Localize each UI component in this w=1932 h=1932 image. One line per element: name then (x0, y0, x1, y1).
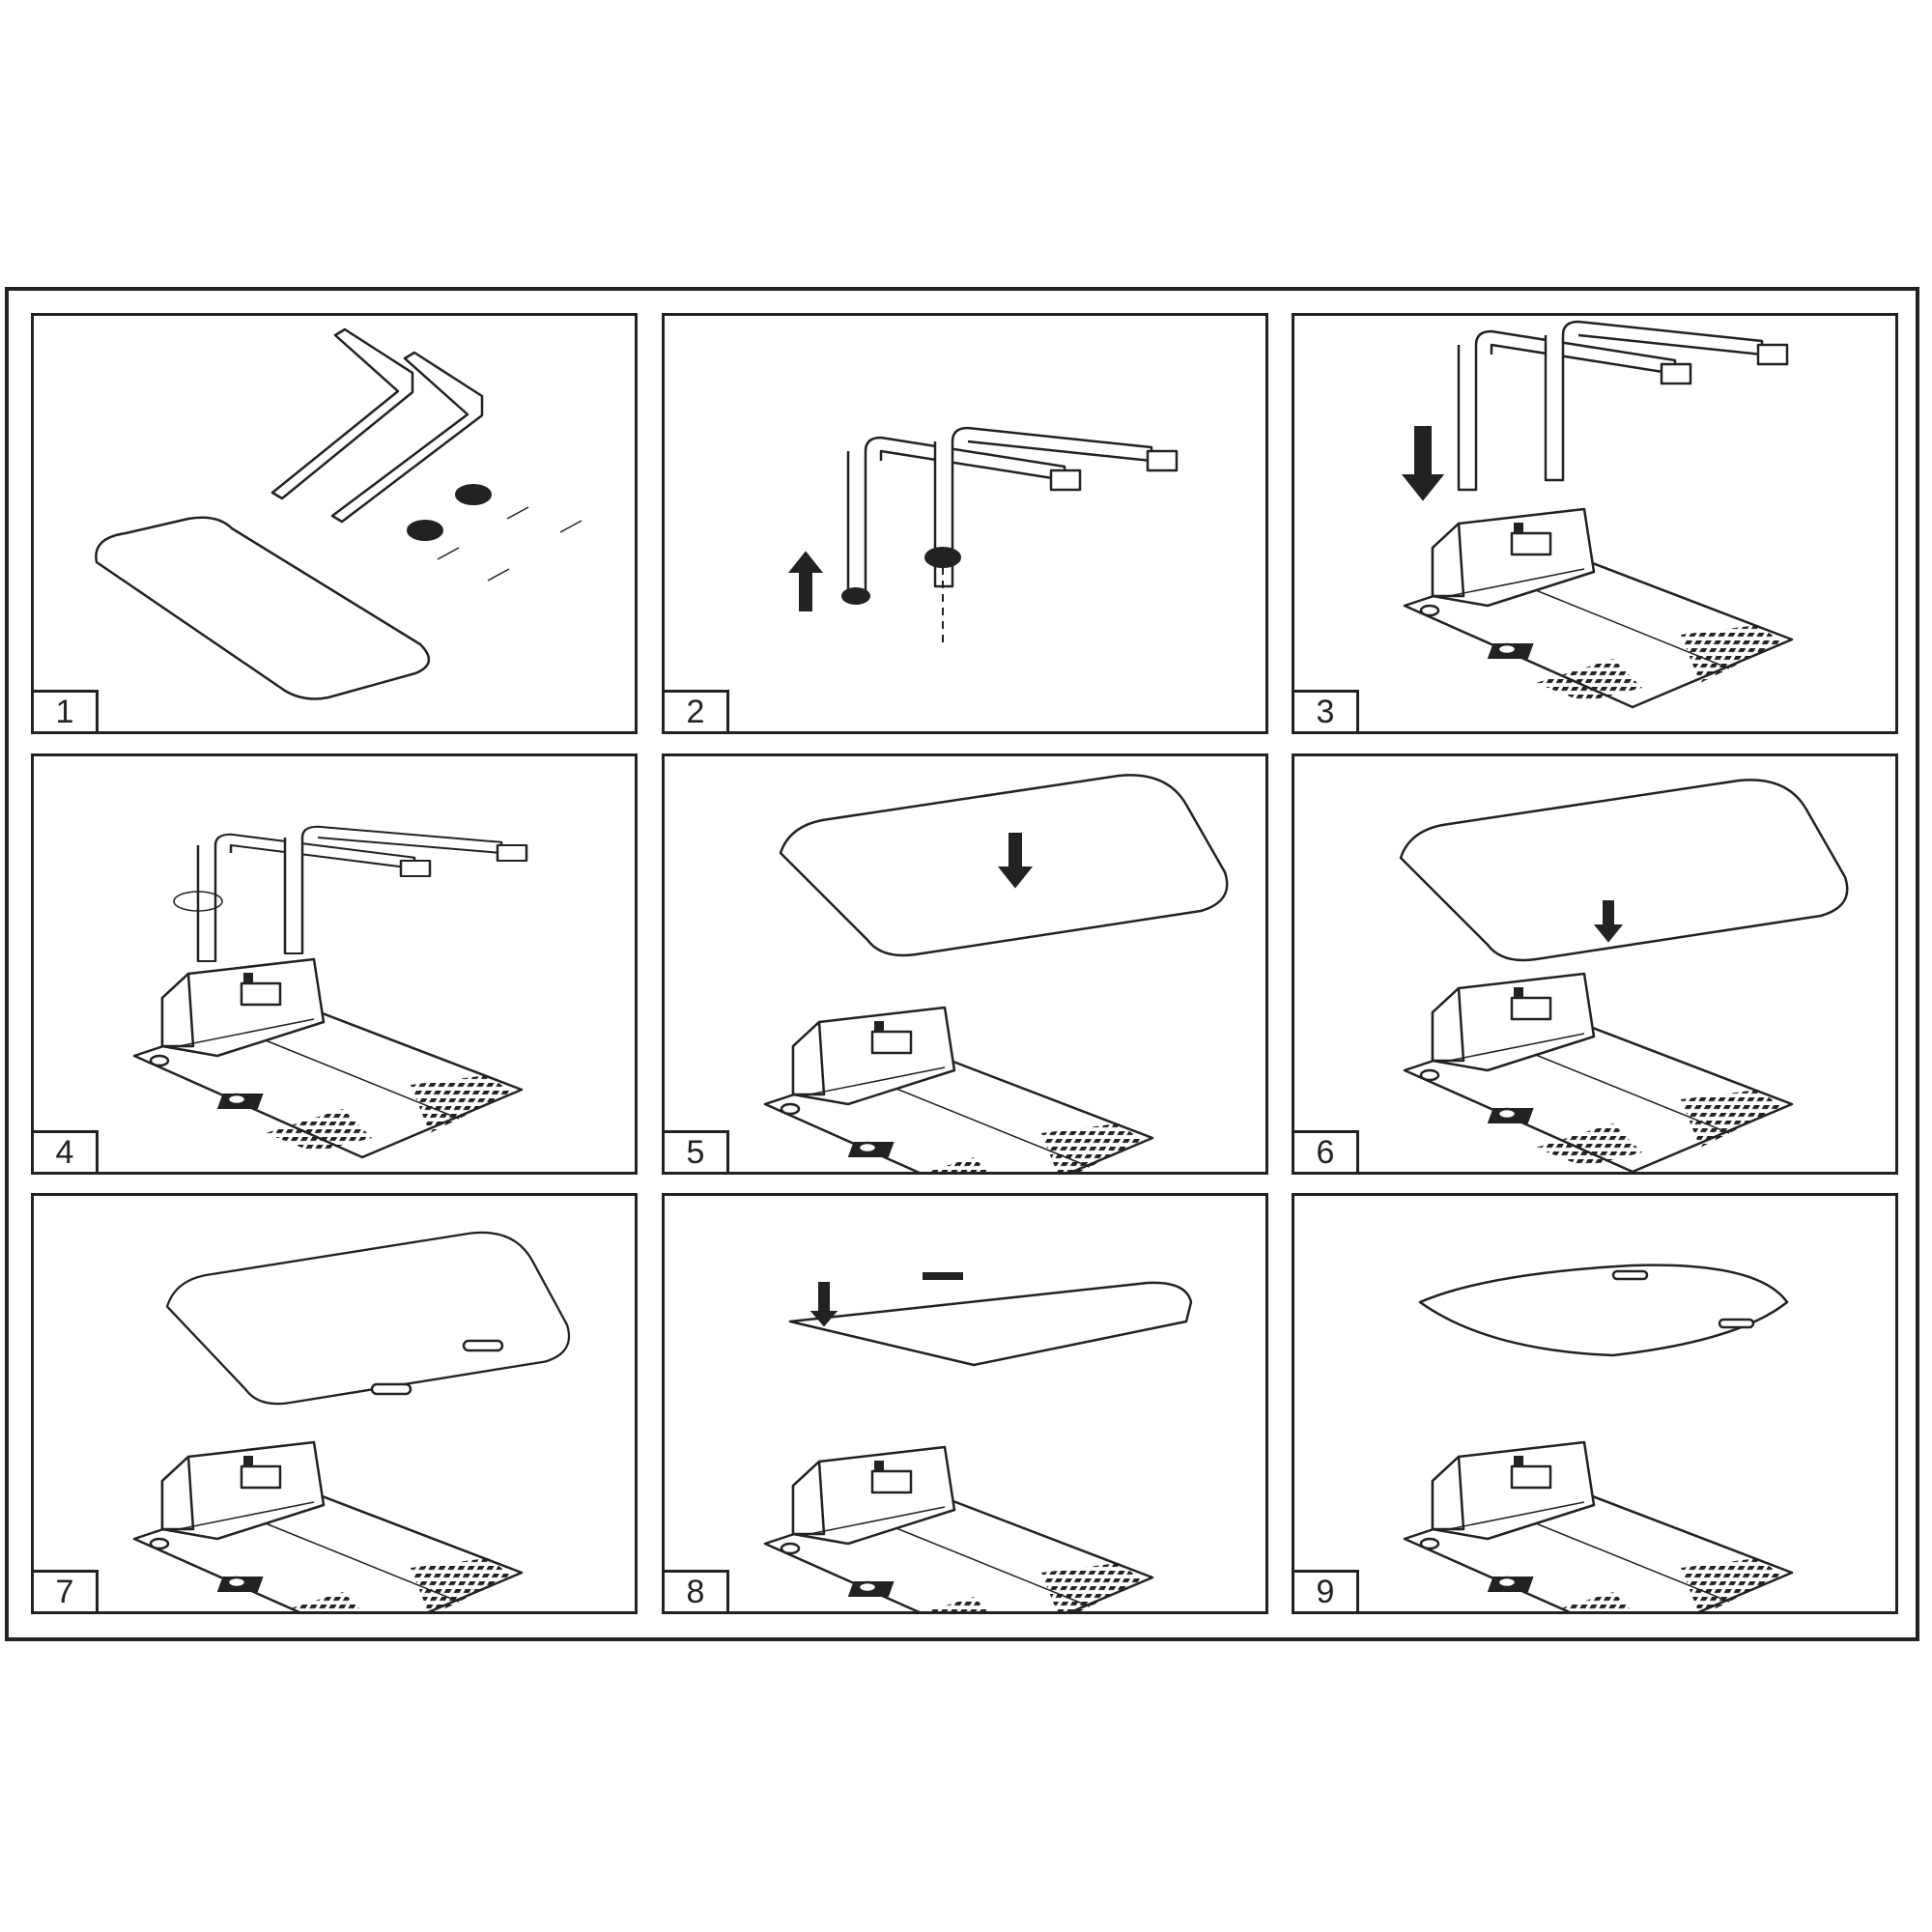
step-number: 1 (34, 690, 99, 731)
tabletop-part (95, 516, 430, 700)
step-number: 7 (34, 1570, 99, 1611)
step-number: 3 (1294, 690, 1359, 731)
step-number: 2 (665, 690, 729, 731)
position-tabletop-illustration (132, 1231, 571, 1611)
step-number: 4 (34, 1130, 99, 1172)
tighten-tubes-illustration (132, 825, 528, 1159)
step-panel-1: 1 (31, 313, 638, 734)
step-number: 9 (1294, 1570, 1359, 1611)
step-panel-7: 7 (31, 1193, 638, 1614)
foot-cap (924, 547, 961, 568)
step-number: 6 (1294, 1130, 1359, 1172)
foot-cap (841, 587, 870, 605)
step-number: 5 (665, 1130, 729, 1172)
parts-overview-illustration (95, 327, 582, 700)
step-panel-3: 3 (1292, 313, 1898, 734)
arrow-down-icon (810, 1282, 838, 1327)
rotate-arrow-icon (173, 891, 223, 912)
foot-cap-part (455, 484, 492, 505)
arrow-down-icon (1593, 900, 1624, 943)
insert-tubes-illustration (1401, 320, 1794, 709)
bracket-parts (437, 506, 582, 582)
tube-part (270, 327, 414, 500)
slot (370, 1382, 412, 1396)
arrow-down-icon (997, 833, 1034, 889)
attach-foot-caps-illustration (787, 426, 1179, 644)
step-panel-9: 9 (1292, 1193, 1898, 1614)
tube-part (330, 351, 484, 524)
step-panel-8: 8 (662, 1193, 1268, 1614)
fasten-screws-illustration (763, 1272, 1193, 1611)
place-tabletop-illustration (763, 774, 1229, 1172)
step-panel-4: 4 (31, 753, 638, 1175)
step-panel-2: 2 (662, 313, 1268, 734)
foot-cap-part (407, 520, 443, 541)
align-brackets-illustration (1399, 779, 1849, 1172)
step-panel-6: 6 (1292, 753, 1898, 1175)
instruction-sheet (5, 287, 1919, 1641)
step-panel-5: 5 (662, 753, 1268, 1175)
tabletop (1418, 1264, 1789, 1357)
arrow-down-icon (1401, 426, 1445, 501)
bracket (923, 1272, 963, 1280)
slot (462, 1339, 504, 1352)
step-number: 8 (665, 1570, 729, 1611)
completed-assembly-illustration (1403, 1264, 1794, 1611)
arrow-up-icon (787, 551, 824, 611)
